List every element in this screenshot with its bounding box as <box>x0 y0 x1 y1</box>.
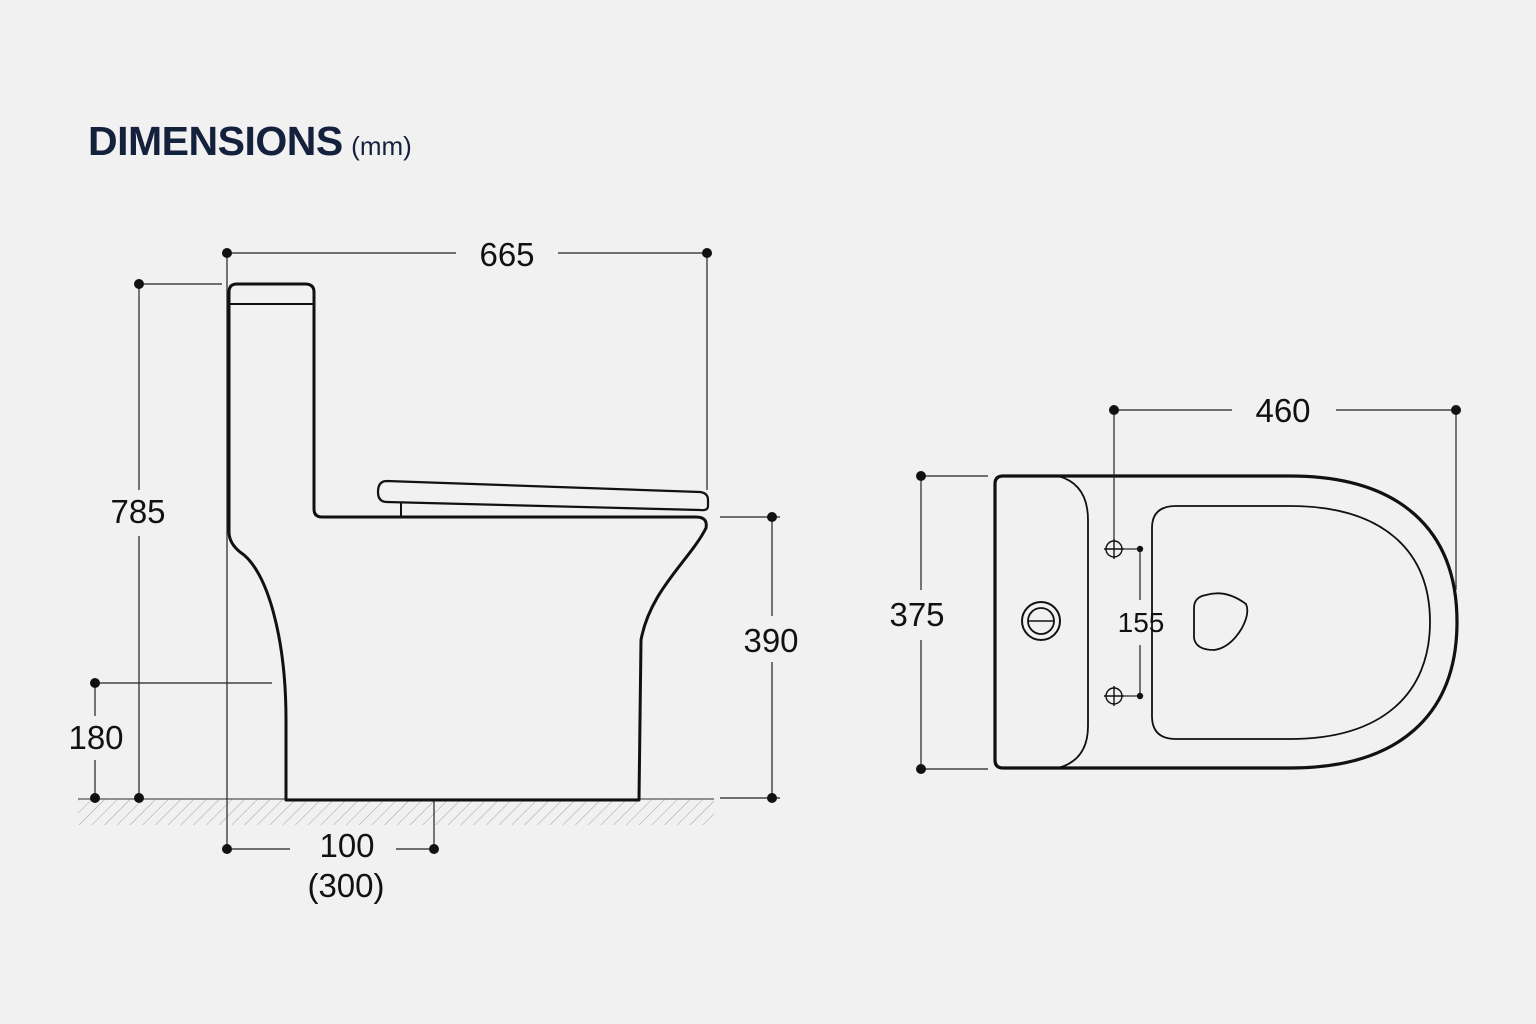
toilet-side-outline <box>227 282 708 802</box>
dim-overall-height <box>134 279 222 803</box>
dim-overall-width <box>916 471 988 774</box>
label-bolt-spacing: 155 <box>1118 607 1165 638</box>
title-unit: (mm) <box>351 131 412 161</box>
dim-dot <box>702 248 712 258</box>
label-rough-in: 100 <box>319 827 374 864</box>
label-seat-height: 390 <box>743 622 798 659</box>
flush-button-outer <box>1021 601 1061 641</box>
bolt-hole-bottom <box>1104 686 1124 706</box>
dim-dot <box>916 471 926 481</box>
dim-dot <box>1109 405 1119 415</box>
drain-opening <box>1193 592 1249 651</box>
top-view: 460 375 155 <box>889 392 1461 774</box>
dim-outlet-height <box>90 678 272 803</box>
label-rough-in-alt: (300) <box>307 867 384 904</box>
dim-dot <box>1451 405 1461 415</box>
dim-dot <box>1136 692 1144 700</box>
side-view: 665 785 180 390 <box>68 236 798 904</box>
dim-dot <box>916 764 926 774</box>
dim-dot <box>134 793 144 803</box>
tank-top <box>1057 475 1089 769</box>
dim-seat-height <box>720 512 780 803</box>
label-overall-length: 665 <box>479 236 534 273</box>
dim-dot <box>767 512 777 522</box>
dim-bowl-length <box>1109 405 1461 590</box>
seat-lid <box>376 479 710 512</box>
dim-dot <box>222 248 232 258</box>
dim-dot <box>767 793 777 803</box>
dim-dot <box>90 678 100 688</box>
inner-bowl <box>1151 505 1431 740</box>
page-title: DIMENSIONS (mm) <box>88 118 412 165</box>
floor-hatch <box>78 799 714 825</box>
dim-dot <box>222 844 232 854</box>
dim-rough-in <box>222 801 439 854</box>
label-bowl-length: 460 <box>1255 392 1310 429</box>
label-outlet-height: 180 <box>68 719 123 756</box>
dim-dot <box>1136 545 1144 553</box>
title-main: DIMENSIONS <box>88 118 343 164</box>
dim-dot <box>90 793 100 803</box>
dim-dot <box>429 844 439 854</box>
toilet-top-outline <box>993 474 1459 770</box>
bolt-hole-top <box>1104 539 1124 559</box>
dim-overall-length <box>222 248 712 850</box>
dim-dot <box>134 279 144 289</box>
label-overall-height: 785 <box>110 493 165 530</box>
label-overall-width: 375 <box>889 596 944 633</box>
dim-bolt-spacing <box>1124 545 1144 700</box>
